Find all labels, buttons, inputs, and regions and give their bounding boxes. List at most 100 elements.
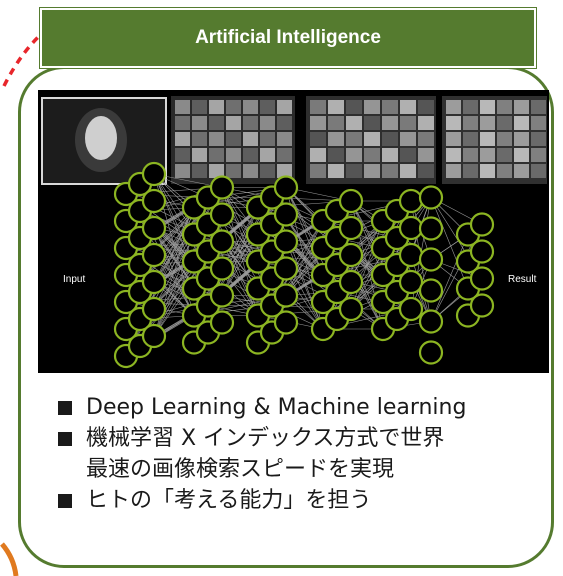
network-node xyxy=(338,269,364,295)
feature-cell xyxy=(277,164,292,178)
feature-cell xyxy=(175,100,190,114)
title-bar: Artificial Intelligence xyxy=(40,8,536,68)
bullet-square-icon xyxy=(58,494,72,508)
feature-cell xyxy=(310,100,326,114)
feature-cell xyxy=(497,164,512,178)
network-node xyxy=(398,188,424,214)
network-node xyxy=(469,212,495,237)
feature-cell xyxy=(463,116,478,130)
network-node xyxy=(141,161,167,187)
feature-cell xyxy=(243,164,258,178)
feature-cell xyxy=(192,100,207,114)
network-node xyxy=(418,185,444,210)
feature-cell xyxy=(400,116,416,130)
feature-cell xyxy=(328,148,344,162)
network-node xyxy=(141,242,167,268)
neural-network-illustration: Input Result xyxy=(38,90,549,373)
feature-cell xyxy=(400,148,416,162)
feature-cell xyxy=(446,100,461,114)
bullet-text: Deep Learning & Machine learning xyxy=(86,395,467,420)
network-node xyxy=(418,216,444,241)
feature-cell xyxy=(400,100,416,114)
feature-cell xyxy=(400,164,416,178)
feature-cell xyxy=(310,132,326,146)
network-node xyxy=(418,247,444,272)
feature-cell xyxy=(480,100,495,114)
feature-cell xyxy=(346,164,362,178)
feature-cell xyxy=(463,164,478,178)
feature-cell xyxy=(260,148,275,162)
feature-cell xyxy=(531,132,546,146)
network-node xyxy=(398,242,424,268)
bullet-item: ヒトの「考える能力」を担う xyxy=(58,485,544,516)
feature-cell xyxy=(531,116,546,130)
bullet-square-icon xyxy=(58,401,72,415)
feature-cell xyxy=(497,148,512,162)
feature-cell xyxy=(226,116,241,130)
feature-cell xyxy=(418,100,434,114)
feature-cell xyxy=(310,148,326,162)
network-node xyxy=(338,215,364,241)
network-edge xyxy=(350,220,384,310)
feature-cell xyxy=(346,100,362,114)
bullet-item: 機械学習 X インデックス方式で世界 xyxy=(58,423,544,454)
feature-cell xyxy=(260,132,275,146)
network-node xyxy=(209,175,235,200)
network-node xyxy=(209,283,235,308)
feature-cell xyxy=(243,132,258,146)
feature-cell xyxy=(192,116,207,130)
network-edge xyxy=(153,261,195,337)
feature-cell xyxy=(497,100,512,114)
feature-cell xyxy=(260,100,275,114)
feature-cell xyxy=(364,148,380,162)
input-label: Input xyxy=(63,274,85,285)
feature-cell xyxy=(418,164,434,178)
network-node xyxy=(469,293,495,318)
network-node xyxy=(209,310,235,335)
bullet-text: ヒトの「考える能力」を担う xyxy=(86,488,372,513)
network-node xyxy=(338,188,364,214)
feature-cell xyxy=(310,116,326,130)
feature-cell xyxy=(531,100,546,114)
feature-cell xyxy=(175,132,190,146)
feature-cell xyxy=(346,116,362,130)
bullet-list: Deep Learning & Machine learning 機械学習 X イ… xyxy=(58,392,544,516)
feature-cell xyxy=(463,148,478,162)
feature-cell xyxy=(514,132,529,146)
feature-cell xyxy=(364,100,380,114)
feature-cell xyxy=(514,148,529,162)
feature-cell xyxy=(175,116,190,130)
network-node xyxy=(273,256,299,281)
network-node xyxy=(209,202,235,227)
feature-cell xyxy=(531,164,546,178)
feature-cell xyxy=(192,132,207,146)
network-node xyxy=(209,256,235,281)
feature-cell xyxy=(531,148,546,162)
feature-cell xyxy=(328,116,344,130)
network-node xyxy=(398,296,424,322)
feature-cell xyxy=(364,132,380,146)
feature-cell xyxy=(418,116,434,130)
feature-cell xyxy=(446,132,461,146)
feature-cell xyxy=(463,132,478,146)
feature-cell xyxy=(260,116,275,130)
feature-cell xyxy=(463,100,478,114)
network-edge xyxy=(430,234,469,322)
feature-cell xyxy=(364,164,380,178)
feature-cell xyxy=(382,164,398,178)
network-node xyxy=(273,229,299,254)
feature-cell xyxy=(418,132,434,146)
network-edge xyxy=(430,197,469,289)
network-edge xyxy=(285,220,324,296)
feature-cell xyxy=(277,132,292,146)
feature-cell xyxy=(260,164,275,178)
result-label: Result xyxy=(508,274,537,285)
feature-cell xyxy=(514,164,529,178)
network-node xyxy=(209,229,235,254)
feature-cell xyxy=(364,116,380,130)
bullet-square-icon xyxy=(58,432,72,446)
feature-cell xyxy=(382,132,398,146)
feature-cell xyxy=(328,132,344,146)
feature-cell xyxy=(400,132,416,146)
feature-cell xyxy=(310,164,326,178)
